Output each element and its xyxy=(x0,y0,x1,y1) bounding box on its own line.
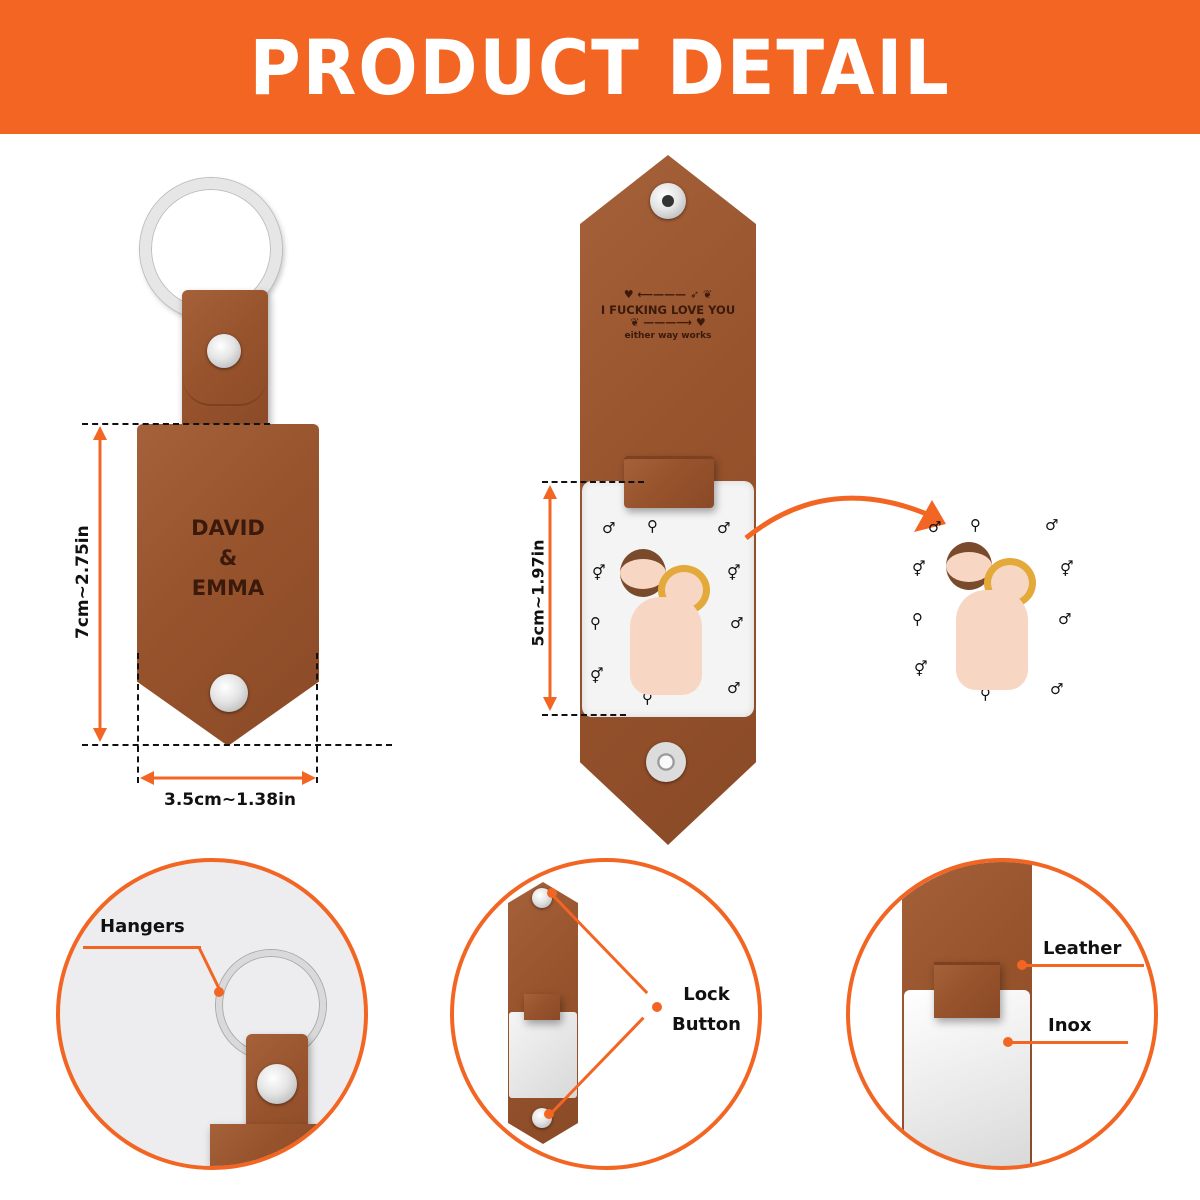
pattern-icon: ⚥ xyxy=(914,660,928,678)
hangers-leader-line xyxy=(83,946,201,949)
photo-dimension-guide-bottom xyxy=(542,714,626,716)
lock-callout-dot-bottom xyxy=(544,1109,554,1119)
pattern-icon: ⚲ xyxy=(970,516,981,534)
leather-tab xyxy=(934,962,1000,1018)
snap-socket-hole xyxy=(662,195,674,207)
lock-callout-dot-join xyxy=(652,1002,662,1012)
engraving-line-2: & xyxy=(218,546,238,570)
dimension-guide-left xyxy=(137,653,139,783)
lock-label-line-2: Button xyxy=(672,1014,741,1035)
pattern-icon: ⚥ xyxy=(1060,560,1074,578)
photo-dimension-guide-top xyxy=(542,481,644,483)
page-title: PRODUCT DETAIL xyxy=(249,22,951,112)
photo-dimension-label: 5cm~1.97in xyxy=(528,539,548,647)
engraving-text: DAVID & EMMA xyxy=(137,513,319,603)
hangers-callout-dot xyxy=(214,987,224,997)
snap-button-icon xyxy=(207,334,241,368)
pattern-icon: ♂ xyxy=(717,519,731,537)
leather-callout-dot xyxy=(1017,960,1027,970)
snap-stud-icon xyxy=(646,742,686,782)
pattern-icon: ⚥ xyxy=(590,667,604,685)
leather-tab xyxy=(524,994,560,1020)
dimension-guide-bottom xyxy=(82,744,392,746)
detail-circle-materials xyxy=(846,858,1158,1170)
leather-tag-edge xyxy=(210,1124,320,1166)
character-bodies xyxy=(956,590,1028,690)
pattern-icon: ⚥ xyxy=(727,564,741,582)
inox-leader-line xyxy=(1008,1041,1128,1044)
pattern-icon: ⚲ xyxy=(647,517,658,535)
photo-height-arrow-icon xyxy=(543,485,557,711)
snap-button-icon xyxy=(210,674,248,712)
leather-label: Leather xyxy=(1043,938,1122,959)
pattern-icon: ⚥ xyxy=(592,564,606,582)
pattern-icon: ♂ xyxy=(602,519,616,537)
engraving-arrow-top: ♥ ⟵——— ➶ ❦ xyxy=(623,288,713,301)
width-dimension-label: 3.5cm~1.38in xyxy=(163,790,297,810)
pattern-icon: ⚲ xyxy=(912,610,923,628)
strap-fold xyxy=(183,370,267,406)
engraving-line-3: EMMA xyxy=(191,576,265,600)
dimension-guide-top xyxy=(82,423,270,425)
detail-circle-lock-button xyxy=(450,858,762,1170)
hangers-label: Hangers xyxy=(100,916,185,937)
header-banner: PRODUCT DETAIL xyxy=(0,0,1200,134)
character-bodies xyxy=(630,597,702,695)
metal-plate xyxy=(509,1012,577,1098)
snap-button-icon xyxy=(257,1064,297,1104)
dimension-guide-right xyxy=(316,653,318,783)
pattern-icon: ♂ xyxy=(727,679,741,697)
lock-callout-dot-top xyxy=(547,888,557,898)
cover-engraving: ♥ ⟵——— ➶ ❦ I FUCKING LOVE YOU ❦ ———⟶ ♥ e… xyxy=(580,288,756,341)
leather-leader-line xyxy=(1022,964,1144,967)
detail-circle-hangers xyxy=(56,858,368,1170)
photo-insert: ♂ ⚲ ♂ ⚥ ⚥ ⚲ ♂ ⚥ ⚲ ♂ xyxy=(582,481,754,717)
inox-callout-dot xyxy=(1003,1037,1013,1047)
pattern-icon: ♂ xyxy=(730,614,744,632)
lock-label-line-1: Lock xyxy=(683,984,730,1005)
pattern-icon: ♂ xyxy=(1050,680,1064,698)
engraving-sub-text: either way works xyxy=(624,331,712,341)
height-dimension-label: 7cm~2.75in xyxy=(73,525,93,639)
engraving-main-text: I FUCKING LOVE YOU xyxy=(600,303,736,317)
pattern-icon: ⚥ xyxy=(912,560,926,578)
pattern-icon: ♂ xyxy=(1058,610,1072,628)
inox-label: Inox xyxy=(1048,1015,1092,1036)
pattern-icon: ♂ xyxy=(1045,516,1059,534)
engraving-line-1: DAVID xyxy=(191,516,265,540)
pattern-icon: ♂ xyxy=(928,518,942,536)
pattern-icon: ⚲ xyxy=(642,689,653,707)
pattern-icon: ⚲ xyxy=(980,685,991,703)
width-arrow-icon xyxy=(140,771,316,785)
artwork-preview: ♂ ⚲ ♂ ⚥ ⚥ ⚲ ♂ ⚥ ⚲ ♂ xyxy=(910,512,1080,712)
curved-arrow-icon xyxy=(744,495,946,540)
pattern-icon: ⚲ xyxy=(590,614,601,632)
engraving-arrow-bottom: ❦ ———⟶ ♥ xyxy=(630,316,706,329)
inox-plate xyxy=(904,990,1030,1166)
height-arrow-icon xyxy=(93,426,107,742)
lock-button-label: Lock Button xyxy=(672,980,741,1040)
